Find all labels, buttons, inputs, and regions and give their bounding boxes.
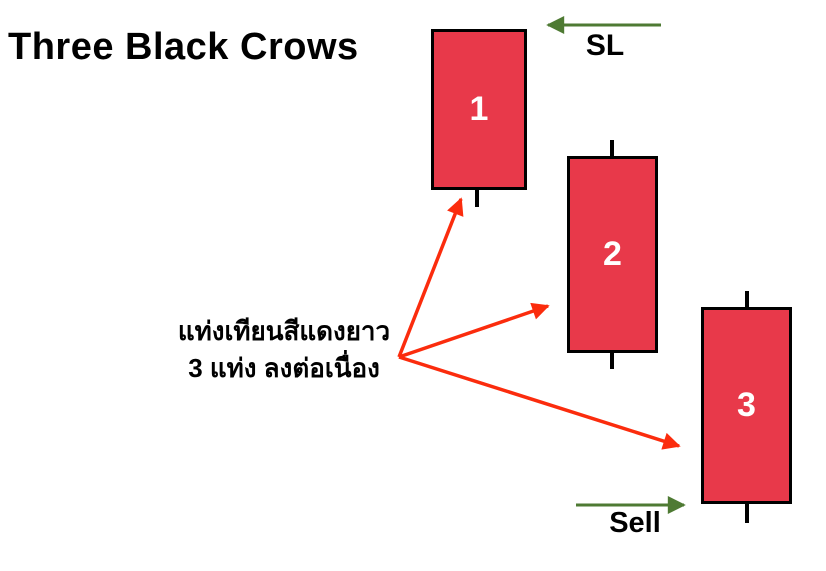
- candle-3-number: 3: [737, 386, 756, 424]
- candle-2-lower-wick: [610, 351, 614, 369]
- stop-loss-label: SL: [585, 29, 625, 62]
- candle-3-lower-wick: [745, 502, 749, 523]
- page-title: Three Black Crows: [8, 26, 359, 68]
- candle-3-upper-wick: [745, 291, 749, 309]
- candle-1-lower-wick: [475, 188, 479, 207]
- annotation-line-1: แท่งเทียนสีแดงยาว: [177, 316, 391, 346]
- pointer-arrow-to-candle-3-icon: [398, 355, 681, 450]
- candle-1-body: 1: [431, 29, 527, 190]
- pointer-arrow-to-candle-2-icon: [398, 302, 550, 359]
- candle-2-body: 2: [567, 156, 658, 353]
- candle-3-body: 3: [701, 307, 792, 504]
- sell-label: Sell: [609, 507, 661, 539]
- pointer-arrow-to-candle-1-icon: [397, 197, 464, 358]
- annotation-line-2: 3 แท่ง ลงต่อเนื่อง: [188, 353, 380, 383]
- annotation-text: แท่งเทียนสีแดงยาว 3 แท่ง ลงต่อเนื่อง: [138, 313, 430, 387]
- candle-2-number: 2: [603, 235, 622, 273]
- candle-1-number: 1: [469, 90, 489, 128]
- candle-2-upper-wick: [610, 140, 614, 158]
